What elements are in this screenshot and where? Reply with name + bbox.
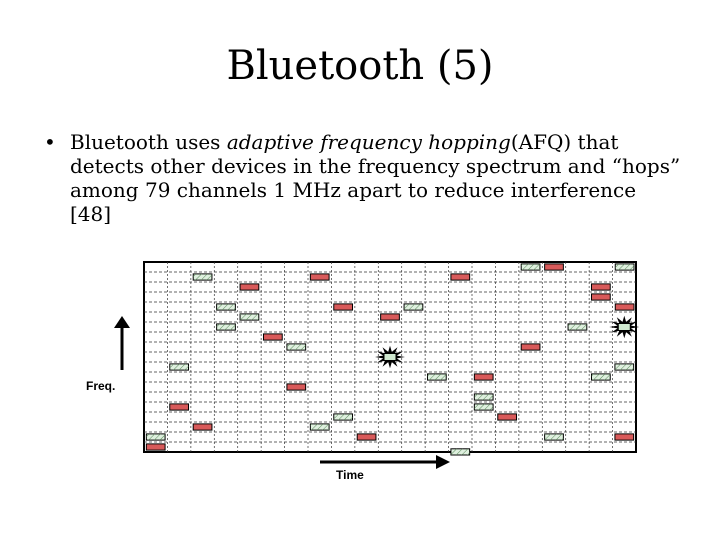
hop-slot	[286, 383, 307, 391]
other-device-slot-hatch	[146, 433, 166, 441]
slots	[145, 263, 635, 456]
other-device-slot-hatch	[333, 413, 353, 421]
other-device-slot-hatch	[614, 363, 634, 371]
time-axis-label: Time	[336, 468, 364, 482]
hop-slot	[145, 443, 166, 451]
hop-slot	[169, 403, 190, 411]
other-device-slot-hatch	[474, 403, 494, 411]
bullet-text: Bluetooth uses adaptive frequency hoppin…	[70, 130, 682, 226]
other-device-slot-hatch	[474, 393, 494, 401]
bullet-symbol: •	[44, 130, 56, 154]
other-device-slot-hatch	[615, 263, 634, 271]
collision-slot	[383, 353, 397, 361]
hop-slot	[520, 343, 541, 351]
bullet-text-end: (AFQ) that detects other devices in the …	[70, 130, 681, 226]
other-device-slot-hatch	[169, 363, 189, 371]
other-device-slot-hatch	[216, 303, 236, 311]
collisions	[375, 315, 640, 369]
hop-slot	[333, 303, 354, 311]
hop-slot	[473, 373, 494, 381]
hop-slot	[380, 313, 400, 321]
other-device-slot-hatch	[591, 373, 611, 381]
bullet-text-start: Bluetooth uses	[70, 130, 227, 154]
hop-slot	[544, 263, 564, 271]
other-device-slot-hatch	[193, 273, 212, 281]
hop-slot	[309, 273, 330, 281]
time-axis: Time	[320, 455, 450, 482]
hop-slot	[590, 293, 611, 301]
other-device-slot-hatch	[568, 323, 587, 331]
hop-slot	[192, 423, 213, 431]
hop-slot	[262, 333, 283, 341]
collision-slot	[617, 323, 631, 331]
freq-axis: Freq.	[86, 316, 130, 393]
hop-slot	[450, 273, 471, 281]
other-device-slot-hatch	[450, 448, 470, 455]
other-device-slot-hatch	[427, 373, 447, 381]
other-device-slot-hatch	[240, 313, 259, 321]
freq-axis-label: Freq.	[86, 379, 115, 393]
other-device-slot-hatch	[286, 343, 306, 351]
hop-slot	[356, 433, 377, 441]
other-device-slot-hatch	[544, 433, 564, 441]
other-device-slot-hatch	[404, 303, 423, 311]
hop-slot	[497, 413, 518, 421]
slide-title: Bluetooth (5)	[226, 43, 494, 89]
hop-slot	[590, 283, 611, 291]
hop-slot	[239, 283, 260, 291]
bullet-text-italic: adaptive frequency hopping	[226, 130, 511, 154]
other-device-slot-hatch	[310, 423, 330, 431]
other-device-slot-hatch	[521, 263, 540, 271]
hop-slot	[614, 433, 635, 441]
other-device-slot-hatch	[216, 323, 236, 331]
hop-slot	[614, 303, 635, 311]
